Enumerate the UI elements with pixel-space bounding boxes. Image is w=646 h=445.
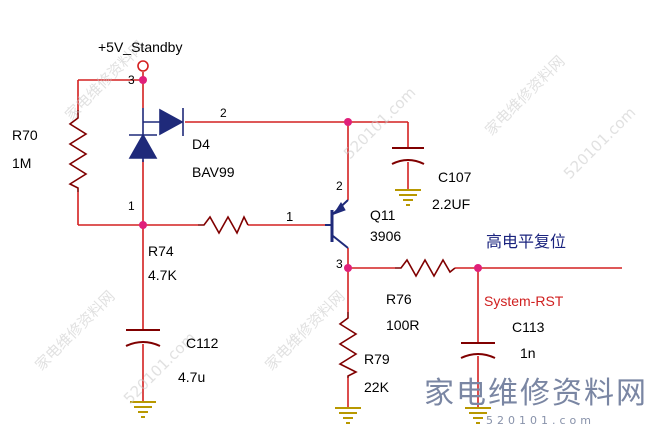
q11-value: 3906 bbox=[370, 228, 402, 244]
c113-value: 1n bbox=[520, 345, 536, 361]
r74-resistor bbox=[198, 215, 249, 235]
r79-ground bbox=[335, 407, 361, 424]
c113-capacitor bbox=[460, 342, 496, 359]
watermark-logo: 家电维修资料网 bbox=[424, 376, 646, 411]
r70-value: 1M bbox=[12, 155, 32, 171]
c113-ground bbox=[465, 407, 491, 424]
q11-transistor bbox=[325, 199, 349, 249]
d4-diode bbox=[128, 108, 184, 162]
d4-pin3: 3 bbox=[128, 73, 135, 87]
r79-ref: R79 bbox=[364, 351, 390, 367]
c112-ref: C112 bbox=[186, 335, 219, 351]
ground-symbols bbox=[130, 189, 491, 424]
d4-pin1: 1 bbox=[128, 199, 135, 213]
q11-ref: Q11 bbox=[370, 207, 396, 223]
q11-pin2: 2 bbox=[336, 179, 343, 193]
d4-value: BAV99 bbox=[192, 164, 235, 180]
r74-ref: R74 bbox=[148, 243, 174, 259]
c107-value: 2.2UF bbox=[432, 196, 471, 212]
r76-ref: R76 bbox=[386, 291, 412, 307]
junction-dots bbox=[139, 76, 482, 272]
r76-value: 100R bbox=[386, 317, 420, 333]
r74-value: 4.7K bbox=[148, 267, 177, 283]
wires bbox=[77, 72, 622, 408]
c112-capacitor bbox=[125, 329, 161, 347]
c112-ground bbox=[130, 401, 156, 418]
c112-value: 4.7u bbox=[178, 369, 206, 385]
r79-resistor bbox=[338, 312, 358, 378]
r76-resistor bbox=[395, 258, 456, 278]
supply-terminal bbox=[137, 60, 149, 72]
c113-ref: C113 bbox=[512, 319, 545, 335]
c107-capacitor bbox=[391, 147, 425, 165]
note-high-level-reset: 高电平复位 bbox=[486, 232, 567, 251]
c107-ref: C107 bbox=[438, 169, 472, 185]
q11-pin3: 3 bbox=[336, 257, 343, 271]
r70-resistor bbox=[68, 110, 88, 192]
d4-ref: D4 bbox=[192, 136, 210, 152]
r79-value: 22K bbox=[364, 379, 389, 395]
d4-pin2: 2 bbox=[220, 106, 227, 120]
net-system-rst: System-RST bbox=[484, 293, 564, 309]
c107-ground bbox=[395, 189, 421, 206]
supply-label: +5V_Standby bbox=[98, 39, 183, 55]
q11-pin1: 1 bbox=[286, 209, 294, 224]
watermark-logo-sub: 520101.com bbox=[486, 414, 595, 427]
r70-ref: R70 bbox=[12, 127, 38, 143]
